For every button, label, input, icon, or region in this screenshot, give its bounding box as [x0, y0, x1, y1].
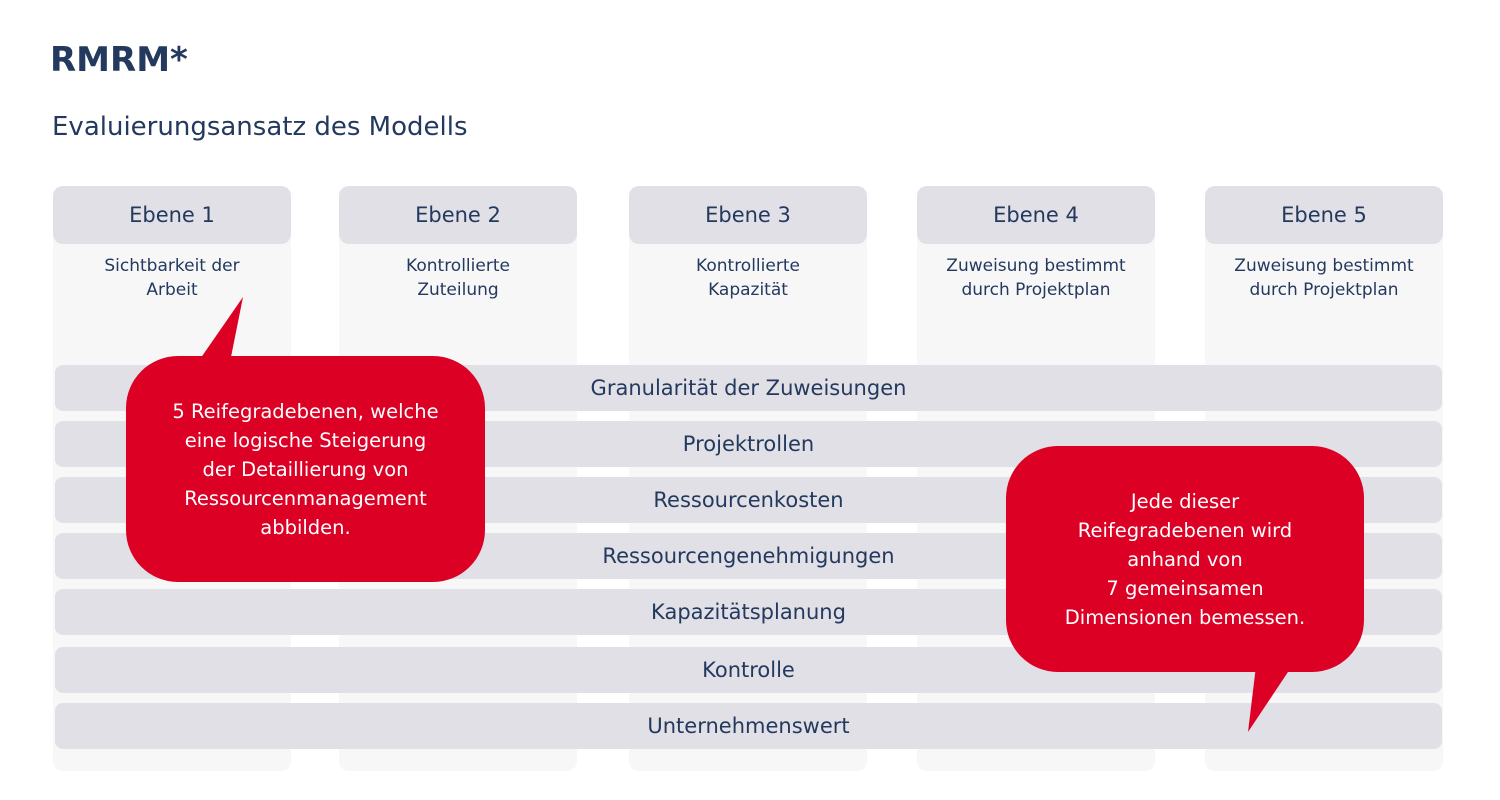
level-header: Ebene 2	[339, 186, 577, 244]
page-title: RMRM*	[50, 40, 188, 80]
callout-tail-1	[198, 297, 243, 362]
dimension-row: Unternehmenswert	[55, 703, 1442, 749]
level-header: Ebene 3	[629, 186, 867, 244]
level-description: Kontrollierte Zuteilung	[406, 256, 510, 300]
level-header: Ebene 1	[53, 186, 291, 244]
page-subtitle: Evaluierungsansatz des Modells	[52, 112, 468, 142]
level-description: Sichtbarkeit der Arbeit	[104, 256, 240, 300]
level-description: Zuweisung bestimmt durch Projektplan	[946, 256, 1126, 300]
callout-levels: 5 Reifegradebenen, welche eine logische …	[126, 356, 485, 582]
level-description: Kontrollierte Kapazität	[696, 256, 800, 300]
callout-dimensions: Jede dieser Reifegradebenen wird anhand …	[1006, 446, 1364, 672]
level-description: Zuweisung bestimmt durch Projektplan	[1234, 256, 1414, 300]
callout-tail-2	[1248, 666, 1292, 732]
level-header: Ebene 5	[1205, 186, 1443, 244]
level-header: Ebene 4	[917, 186, 1155, 244]
